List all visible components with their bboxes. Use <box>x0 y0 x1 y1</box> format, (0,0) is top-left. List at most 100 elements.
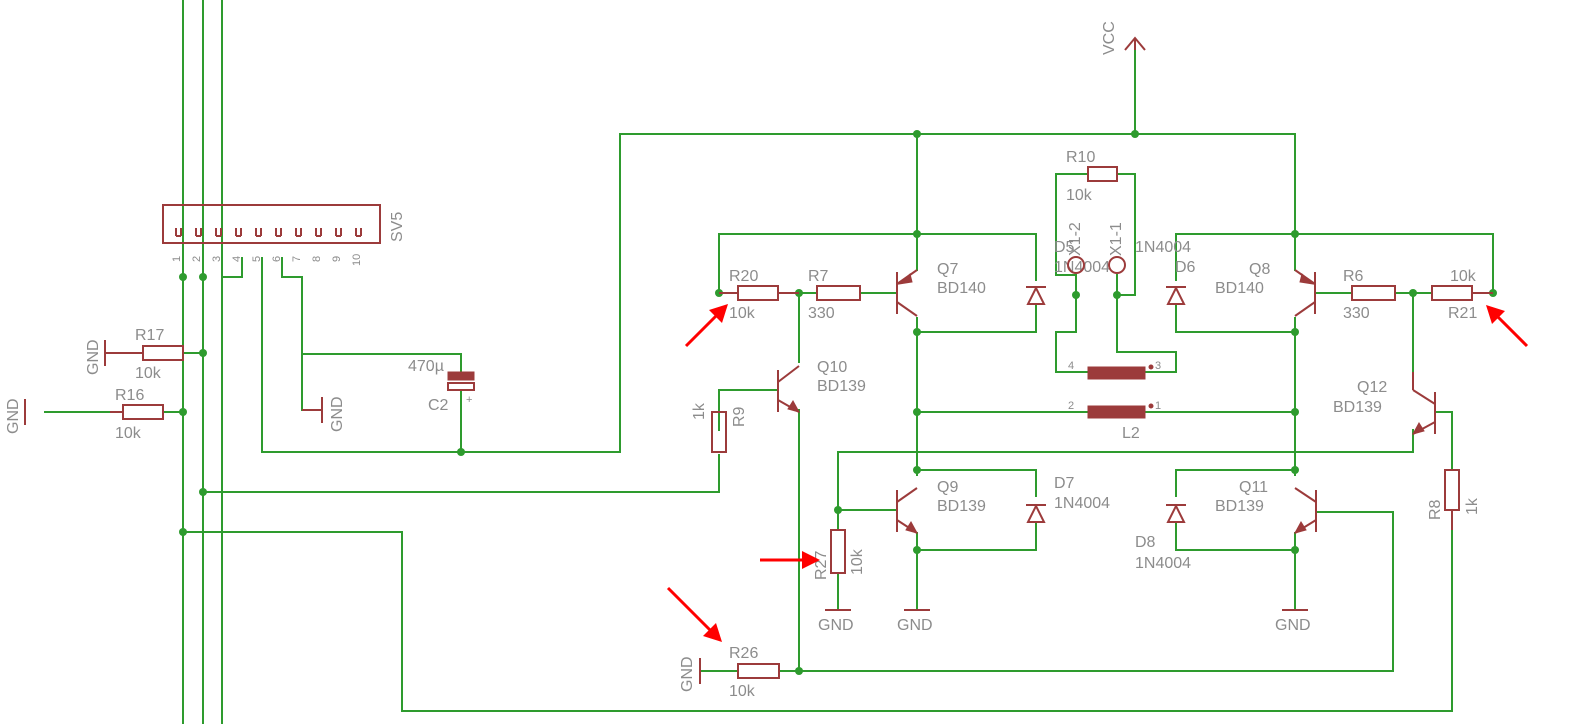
d6-value: 1N4004 <box>1135 239 1191 256</box>
sv5-pin-5: 5 <box>251 256 263 262</box>
resistor-r17: R17 10k GND <box>85 327 184 382</box>
red-arrow-r21 <box>1486 305 1529 348</box>
sv5-label: SV5 <box>389 212 406 242</box>
transistor-q7: Q7 BD140 <box>896 261 986 317</box>
resistor-r9: 1k R9 <box>691 402 748 453</box>
r6-name: R6 <box>1343 268 1364 285</box>
gnd-q11-label: GND <box>1275 617 1311 634</box>
l2-name: L2 <box>1122 425 1140 442</box>
sv5-pin-4: 4 <box>231 256 243 262</box>
r16-value: 10k <box>115 425 142 442</box>
x1-2-label: X1-2 <box>1067 222 1084 256</box>
d8-value: 1N4004 <box>1135 555 1191 572</box>
d5-value: 1N4004 <box>1054 259 1110 276</box>
sv5-pin-6: 6 <box>271 256 283 262</box>
annotation-arrows <box>666 304 1529 642</box>
r26-value: 10k <box>729 683 756 700</box>
resistor-r26: R26 10k GND <box>679 645 780 700</box>
d7-name: D7 <box>1054 475 1075 492</box>
gnd-symbol-q11: GND <box>1275 609 1311 634</box>
resistor-r10: R10 10k <box>1066 149 1118 204</box>
transformer-l2: 4 3 2 1 L2 <box>1068 360 1161 442</box>
q9-name: Q9 <box>937 479 958 496</box>
d6-name: D6 <box>1175 259 1196 276</box>
resistor-r21: 10k R21 <box>1431 268 1493 322</box>
transistor-q12: Q12 BD139 <box>1333 372 1436 435</box>
r9-value: 1k <box>691 402 708 420</box>
q10-value: BD139 <box>817 378 866 395</box>
q12-value: BD139 <box>1333 399 1382 416</box>
gnd-symbol-sv5: GND <box>302 396 346 432</box>
gnd-r26: GND <box>679 656 696 692</box>
resistor-r27: R27 10k <box>813 529 866 580</box>
gnd-sv5-label: GND <box>329 396 346 432</box>
d7-value: 1N4004 <box>1054 495 1110 512</box>
c2-plus: + <box>466 394 472 406</box>
resistor-r6: R6 330 <box>1343 268 1396 322</box>
diode-d6: 1N4004 D6 <box>1135 239 1196 305</box>
q10-name: Q10 <box>817 359 847 376</box>
r7-name: R7 <box>808 268 829 285</box>
diode-d8: D8 1N4004 <box>1135 503 1191 572</box>
l2-pin-2: 2 <box>1068 400 1074 412</box>
q11-value: BD139 <box>1215 498 1264 515</box>
r10-name: R10 <box>1066 149 1095 166</box>
q7-name: Q7 <box>937 261 958 278</box>
r26-name: R26 <box>729 645 758 662</box>
q11-name: Q11 <box>1239 479 1268 496</box>
r17-value: 10k <box>135 365 162 382</box>
gnd-q9-label: GND <box>897 617 933 634</box>
vcc-symbol: VCC <box>1101 21 1146 55</box>
q9-value: BD139 <box>937 498 986 515</box>
vcc-label: VCC <box>1101 21 1118 55</box>
d5-name: D5 <box>1054 239 1075 256</box>
gnd-r16: GND <box>5 398 22 434</box>
resistor-r8: R8 1k <box>1427 469 1481 530</box>
c2-name: C2 <box>428 397 449 414</box>
sv5-pin-7: 7 <box>291 256 303 262</box>
q8-name: Q8 <box>1249 261 1270 278</box>
terminal-x1: X1-2 X1-1 <box>1067 222 1126 274</box>
r16-name: R16 <box>115 387 144 404</box>
r10-value: 10k <box>1066 187 1093 204</box>
r6-value: 330 <box>1343 305 1370 322</box>
transistor-q11: Q11 BD139 <box>1215 479 1317 534</box>
x1-1-label: X1-1 <box>1108 222 1125 256</box>
q7-value: BD140 <box>937 280 986 297</box>
r8-value: 1k <box>1464 497 1481 515</box>
diode-d7: D7 1N4004 <box>1026 475 1110 523</box>
r8-name: R8 <box>1427 499 1444 520</box>
r17-name: R17 <box>135 327 164 344</box>
q8-value: BD140 <box>1215 280 1264 297</box>
sv5-pin-3: 3 <box>211 256 223 262</box>
r27-value: 10k <box>849 548 866 575</box>
sv5-pin-8: 8 <box>311 256 323 262</box>
red-arrow-r20 <box>684 304 728 348</box>
sv5-pin-1: 1 <box>171 256 183 262</box>
gnd-symbol-r27: GND <box>818 609 854 634</box>
red-arrow-r26 <box>666 586 722 642</box>
resistor-r20: R20 10k <box>719 268 799 322</box>
sv5-pin-10: 10 <box>351 254 363 266</box>
r27-name: R27 <box>813 551 830 580</box>
r7-value: 330 <box>808 305 835 322</box>
c2-value: 470µ <box>408 358 444 375</box>
sv5-pin-2: 2 <box>191 256 203 262</box>
resistor-r16: R16 10k GND <box>5 387 164 442</box>
transistor-q10: Q10 BD139 <box>777 359 866 413</box>
q12-name: Q12 <box>1357 379 1387 396</box>
r21-name: R21 <box>1448 305 1477 322</box>
sv5-pin-9: 9 <box>331 256 343 262</box>
gnd-symbol-q9: GND <box>897 609 933 634</box>
l2-pin-4: 4 <box>1068 360 1074 372</box>
gnd-r27-label: GND <box>818 617 854 634</box>
r20-value: 10k <box>729 305 756 322</box>
gnd-r17: GND <box>85 339 102 375</box>
d8-name: D8 <box>1135 534 1156 551</box>
r9-name: R9 <box>731 406 748 427</box>
transistor-q9: Q9 BD139 <box>896 479 986 534</box>
sv5-connector: SV5 1 2 3 4 5 6 7 8 9 10 <box>162 204 406 266</box>
red-arrow-r27 <box>760 551 820 569</box>
l2-pin-1: 1 <box>1155 400 1161 412</box>
